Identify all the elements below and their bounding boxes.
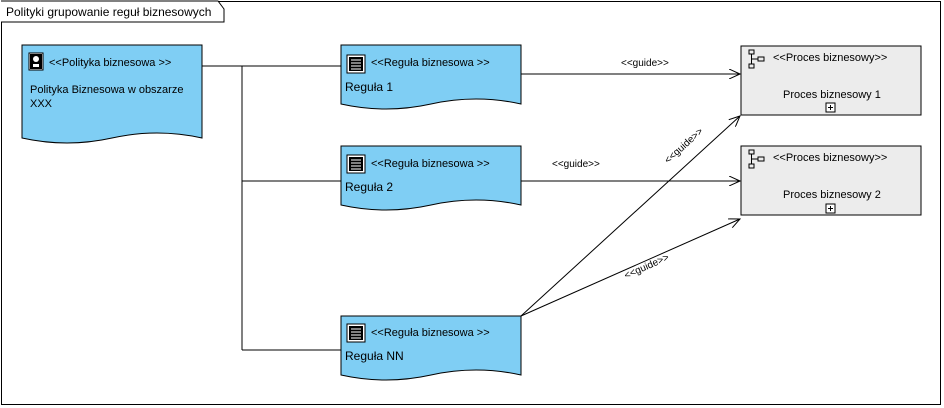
process-element-1[interactable]: <<Proces biznesowy>> Proces biznesowy 1 bbox=[740, 45, 922, 116]
expand-subprocess-icon[interactable] bbox=[825, 203, 836, 214]
frame-title-tab: Polityki grupowanie reguł biznesowych bbox=[1, 0, 225, 23]
rule-document-icon bbox=[346, 154, 366, 174]
rule-1-name: Reguła 1 bbox=[345, 80, 393, 94]
process-flow-icon bbox=[748, 149, 765, 169]
process-2-stereotype: <<Proces biznesowy>> bbox=[773, 152, 887, 164]
rule-nn-name: Reguła NN bbox=[345, 349, 404, 363]
policy-stereotype: <<Polityka biznesowa >> bbox=[49, 57, 171, 69]
process-element-2[interactable]: <<Proces biznesowy>> Proces biznesowy 2 bbox=[740, 145, 922, 216]
policy-name-line1: Polityka Biznesowa w obszarze bbox=[30, 84, 183, 96]
expand-subprocess-icon[interactable] bbox=[825, 102, 836, 113]
process-1-name: Proces biznesowy 1 bbox=[783, 89, 881, 101]
rule-2-name: Reguła 2 bbox=[345, 180, 393, 194]
frame-title: Polityki grupowanie reguł biznesowych bbox=[6, 5, 211, 19]
process-2-name: Proces biznesowy 2 bbox=[783, 189, 881, 201]
guide-label-rule1-process1: <<guide>> bbox=[621, 58, 669, 69]
rule-1-stereotype: <<Reguła biznesowa >> bbox=[371, 57, 490, 69]
rule-element-nn[interactable]: <<Reguła biznesowa >> Reguła NN bbox=[340, 315, 522, 381]
rule-element-1[interactable]: <<Reguła biznesowa >> Reguła 1 bbox=[340, 44, 522, 110]
guide-arrow-rulenn-process2[interactable] bbox=[520, 219, 740, 317]
guide-arrow-rulenn-process1[interactable] bbox=[520, 116, 740, 317]
process-flow-icon bbox=[748, 49, 765, 69]
policy-icon bbox=[28, 52, 44, 71]
rule-nn-stereotype: <<Reguła biznesowa >> bbox=[371, 327, 490, 339]
guide-label-rulenn-process1: <<guide>> bbox=[663, 126, 706, 166]
rule-document-icon bbox=[346, 323, 366, 343]
policy-rule-connectors bbox=[202, 65, 341, 351]
guide-connectors bbox=[520, 74, 740, 317]
policy-name-line2: XXX bbox=[30, 98, 53, 110]
rule-document-icon bbox=[346, 54, 366, 74]
policy-element[interactable]: <<Polityka biznesowa >> Polityka Bizneso… bbox=[21, 44, 203, 144]
rule-2-stereotype: <<Reguła biznesowa >> bbox=[371, 158, 490, 170]
rule-element-2[interactable]: <<Reguła biznesowa >> Reguła 2 bbox=[340, 145, 522, 211]
guide-label-rule2-process2: <<guide>> bbox=[552, 159, 600, 170]
guide-label-rulenn-process2: <<guide>> bbox=[623, 252, 671, 282]
process-1-stereotype: <<Proces biznesowy>> bbox=[773, 52, 887, 64]
